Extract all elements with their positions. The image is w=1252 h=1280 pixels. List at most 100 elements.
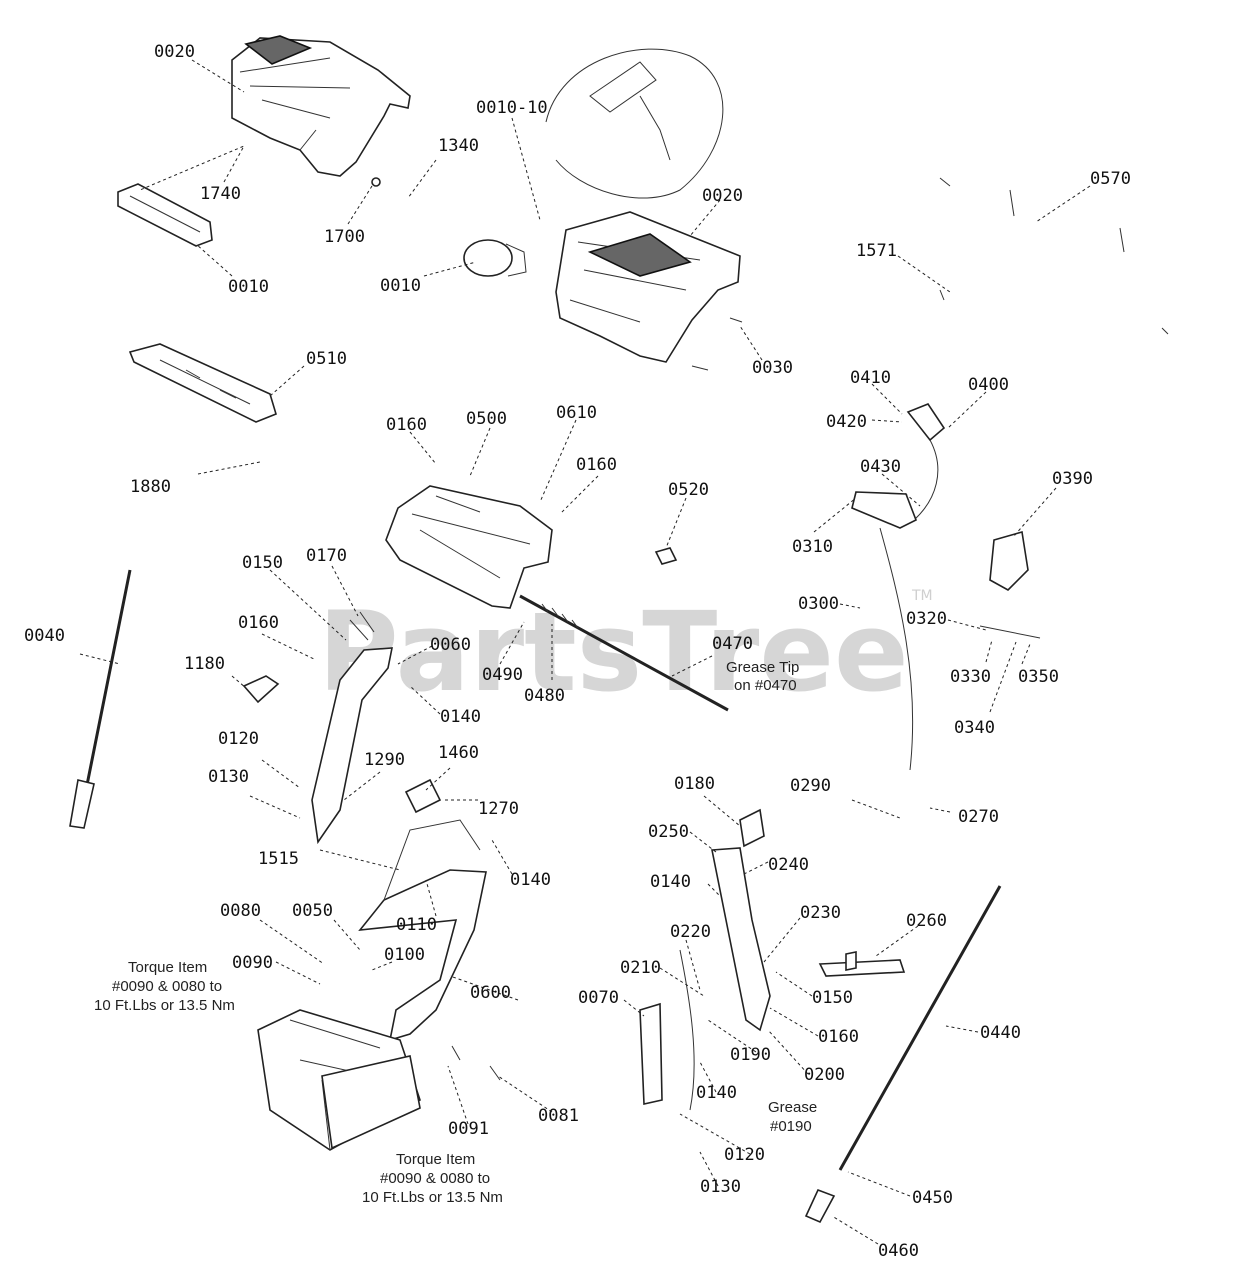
part-label-0030[interactable]: 0030 bbox=[752, 358, 793, 378]
part-label-0140[interactable]: 0140 bbox=[650, 872, 691, 892]
rod-0300 bbox=[879, 527, 914, 771]
leader-lines bbox=[79, 59, 1091, 1245]
part-label-0200[interactable]: 0200 bbox=[804, 1065, 845, 1085]
fasteners-0320-0350-shape bbox=[979, 625, 1041, 639]
part-label-0450[interactable]: 0450 bbox=[912, 1188, 953, 1208]
lever-1180-shape bbox=[242, 675, 280, 704]
part-label-0150[interactable]: 0150 bbox=[242, 553, 283, 573]
part-label-0010-10[interactable]: 0010-10 bbox=[476, 98, 548, 118]
fastener-1700-shape bbox=[371, 177, 381, 187]
part-label-0460[interactable]: 0460 bbox=[878, 1241, 919, 1261]
part-label-0160[interactable]: 0160 bbox=[386, 415, 427, 435]
part-label-0600[interactable]: 0600 bbox=[470, 983, 511, 1003]
note-torque-bottom-line-2: #0090 & 0080 to bbox=[380, 1170, 490, 1187]
part-label-0130[interactable]: 0130 bbox=[700, 1177, 741, 1197]
part-label-0110[interactable]: 0110 bbox=[396, 915, 437, 935]
part-label-0170[interactable]: 0170 bbox=[306, 546, 347, 566]
part-label-0320[interactable]: 0320 bbox=[906, 609, 947, 629]
part-label-0270[interactable]: 0270 bbox=[958, 807, 999, 827]
part-label-0390[interactable]: 0390 bbox=[1052, 469, 1093, 489]
part-label-0070[interactable]: 0070 bbox=[578, 988, 619, 1008]
part-label-0040[interactable]: 0040 bbox=[24, 626, 65, 646]
part-label-0010[interactable]: 0010 bbox=[228, 277, 269, 297]
part-label-0150[interactable]: 0150 bbox=[812, 988, 853, 1008]
part-label-1460[interactable]: 1460 bbox=[438, 743, 479, 763]
part-label-0080[interactable]: 0080 bbox=[220, 901, 261, 921]
note-torque-left-line-3: 10 Ft.Lbs or 13.5 Nm bbox=[94, 997, 235, 1014]
note-grease-0190-line-1: Grease bbox=[768, 1099, 817, 1116]
note-grease-tip-line-1: Grease Tip bbox=[726, 659, 799, 676]
part-label-1270[interactable]: 1270 bbox=[478, 799, 519, 819]
part-label-1880[interactable]: 1880 bbox=[130, 477, 171, 497]
part-label-1740[interactable]: 1740 bbox=[200, 184, 241, 204]
part-label-0120[interactable]: 0120 bbox=[724, 1145, 765, 1165]
part-label-0610[interactable]: 0610 bbox=[556, 403, 597, 423]
part-label-0510[interactable]: 0510 bbox=[306, 349, 347, 369]
note-torque-left-line-1: Torque Item bbox=[128, 959, 207, 976]
part-label-0310[interactable]: 0310 bbox=[792, 537, 833, 557]
cable-0570-1571-phantom bbox=[939, 177, 1169, 335]
part-label-0440[interactable]: 0440 bbox=[980, 1023, 1021, 1043]
lever-0260 bbox=[818, 951, 906, 977]
part-label-1180[interactable]: 1180 bbox=[184, 654, 225, 674]
part-label-0330[interactable]: 0330 bbox=[950, 667, 991, 687]
part-label-0010[interactable]: 0010 bbox=[380, 276, 421, 296]
part-label-0160[interactable]: 0160 bbox=[818, 1027, 859, 1047]
part-label-0400[interactable]: 0400 bbox=[968, 375, 1009, 395]
part-label-1290[interactable]: 1290 bbox=[364, 750, 405, 770]
mounting-plate-left bbox=[257, 1009, 421, 1151]
part-label-0520[interactable]: 0520 bbox=[668, 480, 709, 500]
part-label-0160[interactable]: 0160 bbox=[576, 455, 617, 475]
part-label-0190[interactable]: 0190 bbox=[730, 1045, 771, 1065]
part-label-0220[interactable]: 0220 bbox=[670, 922, 711, 942]
part-label-0140[interactable]: 0140 bbox=[510, 870, 551, 890]
part-label-0570[interactable]: 0570 bbox=[1090, 169, 1131, 189]
part-label-0470[interactable]: 0470 bbox=[712, 634, 753, 654]
cable-0440 bbox=[804, 885, 1002, 1224]
part-label-1515[interactable]: 1515 bbox=[258, 849, 299, 869]
watermark-trademark: TM bbox=[911, 588, 933, 604]
part-label-0420[interactable]: 0420 bbox=[826, 412, 867, 432]
screws-0030-shape bbox=[691, 317, 743, 371]
dash-console-center bbox=[555, 211, 741, 363]
note-torque-left: Torque Item #0090 & 0080 to 10 Ft.Lbs or… bbox=[94, 959, 235, 1014]
part-label-0050[interactable]: 0050 bbox=[292, 901, 333, 921]
part-label-1340[interactable]: 1340 bbox=[438, 136, 479, 156]
part-label-1571[interactable]: 1571 bbox=[856, 241, 897, 261]
part-label-0290[interactable]: 0290 bbox=[790, 776, 831, 796]
part-label-0340[interactable]: 0340 bbox=[954, 718, 995, 738]
shift-lever-right bbox=[639, 808, 771, 1111]
part-label-0020[interactable]: 0020 bbox=[154, 42, 195, 62]
part-label-0120[interactable]: 0120 bbox=[218, 729, 259, 749]
part-label-0430[interactable]: 0430 bbox=[860, 457, 901, 477]
part-label-0160[interactable]: 0160 bbox=[238, 613, 279, 633]
part-label-0260[interactable]: 0260 bbox=[906, 911, 947, 931]
part-label-0180[interactable]: 0180 bbox=[674, 774, 715, 794]
part-label-0250[interactable]: 0250 bbox=[648, 822, 689, 842]
part-label-0090[interactable]: 0090 bbox=[232, 953, 273, 973]
part-label-0081[interactable]: 0081 bbox=[538, 1106, 579, 1126]
part-label-0140[interactable]: 0140 bbox=[696, 1083, 737, 1103]
cable-0040 bbox=[69, 569, 132, 829]
part-label-0240[interactable]: 0240 bbox=[768, 855, 809, 875]
part-label-0140[interactable]: 0140 bbox=[440, 707, 481, 727]
part-label-0060[interactable]: 0060 bbox=[430, 635, 471, 655]
part-label-0490[interactable]: 0490 bbox=[482, 665, 523, 685]
part-label-0020[interactable]: 0020 bbox=[702, 186, 743, 206]
part-label-0300[interactable]: 0300 bbox=[798, 594, 839, 614]
part-label-0500[interactable]: 0500 bbox=[466, 409, 507, 429]
note-grease-0190: Grease #0190 bbox=[768, 1099, 817, 1135]
steering-wheel-phantom bbox=[545, 48, 724, 199]
part-label-0350[interactable]: 0350 bbox=[1018, 667, 1059, 687]
part-label-0480[interactable]: 0480 bbox=[524, 686, 565, 706]
part-label-0100[interactable]: 0100 bbox=[384, 945, 425, 965]
part-label-0410[interactable]: 0410 bbox=[850, 368, 891, 388]
part-label-0230[interactable]: 0230 bbox=[800, 903, 841, 923]
part-label-0210[interactable]: 0210 bbox=[620, 958, 661, 978]
part-label-0091[interactable]: 0091 bbox=[448, 1119, 489, 1139]
bracket-1290-1460 bbox=[404, 778, 442, 814]
part-label-0130[interactable]: 0130 bbox=[208, 767, 249, 787]
part-label-1700[interactable]: 1700 bbox=[324, 227, 365, 247]
linkage-0410-0400 bbox=[906, 403, 946, 521]
